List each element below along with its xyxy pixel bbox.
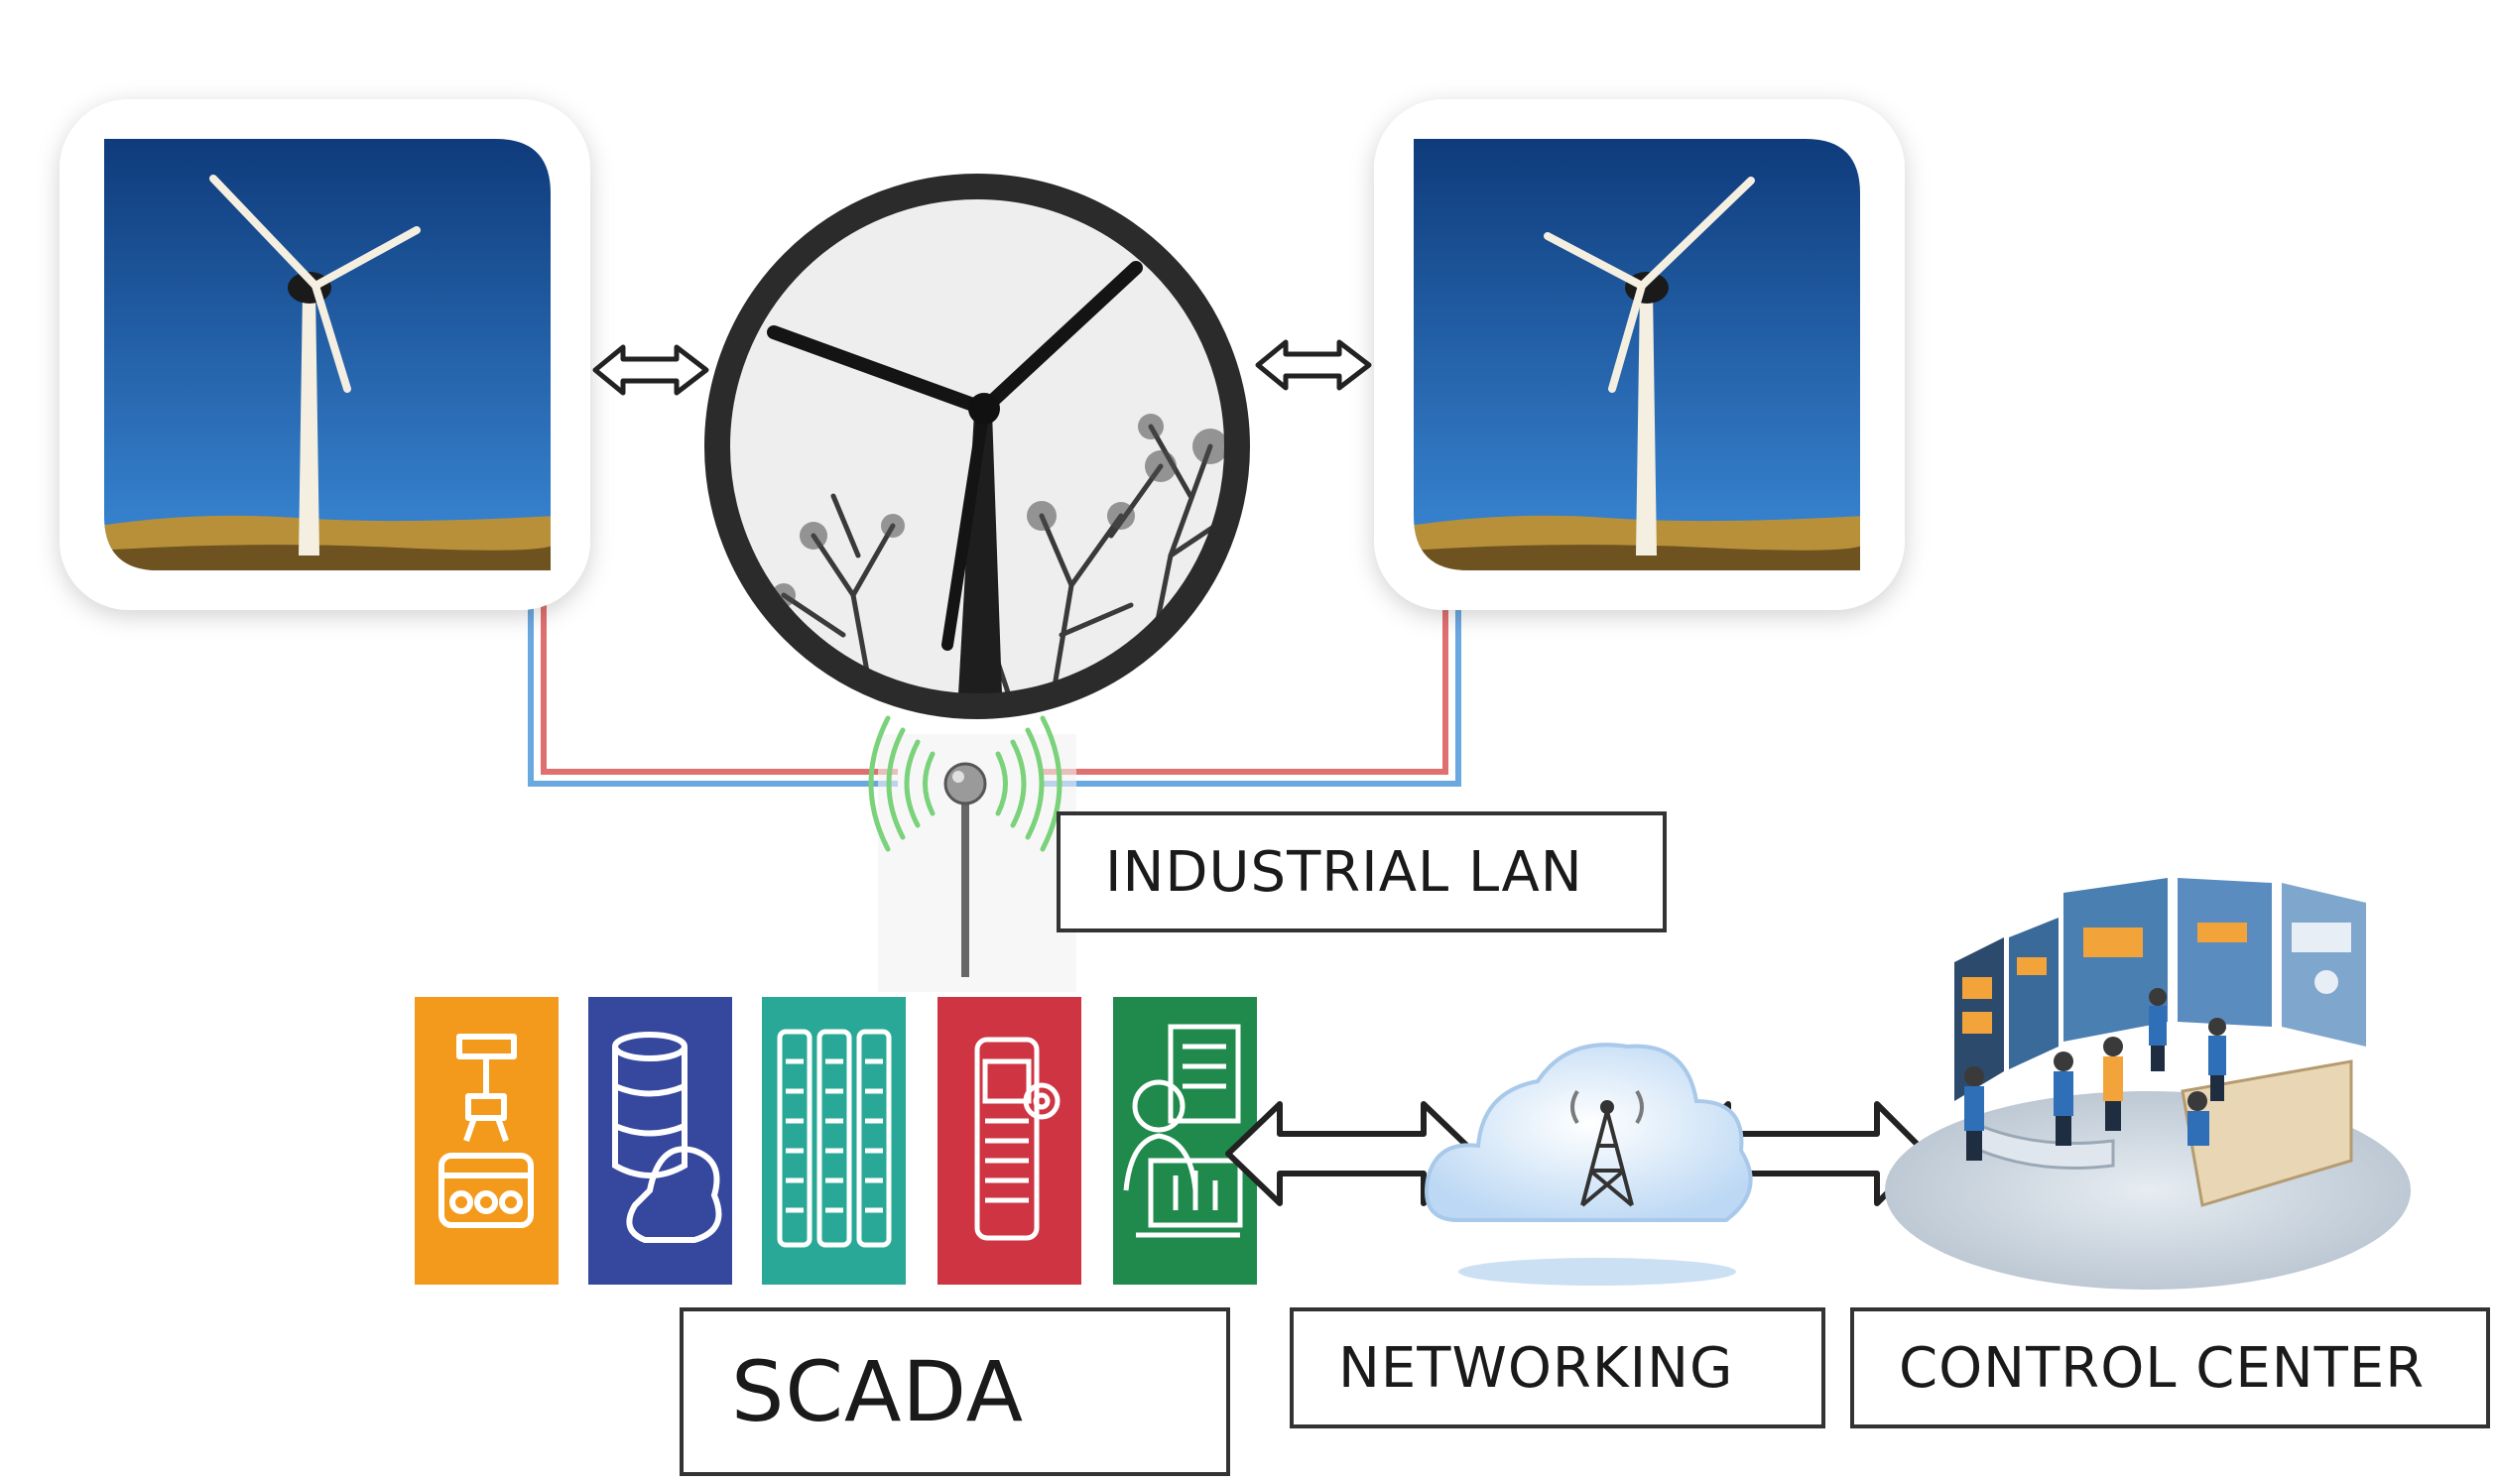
scada-module-robot-arm [415,997,559,1285]
scada-module-operator-workstation [1113,997,1257,1285]
turbine-photo-left [60,99,590,610]
control-room-icon [1885,878,2411,1290]
control-center-label: CONTROL CENTER [1850,1307,2490,1428]
wireless-antenna-icon [868,715,1076,992]
scada-label: SCADA [680,1307,1230,1476]
turbine-closeup-circle [704,174,1250,719]
scada-module-database [588,997,732,1285]
networking-label: NETWORKING [1290,1307,1825,1428]
scada-module-plc-device [937,997,1081,1285]
double-arrow-icon [1255,339,1372,391]
scada-module-server-rack [762,997,906,1285]
lan-cables [528,595,1461,787]
cloud-tower-icon [1425,1043,1753,1286]
turbine-photo-right [1374,99,1905,610]
double-arrow-icon [592,344,709,396]
industrial-lan-label: INDUSTRIAL LAN [1057,811,1667,932]
